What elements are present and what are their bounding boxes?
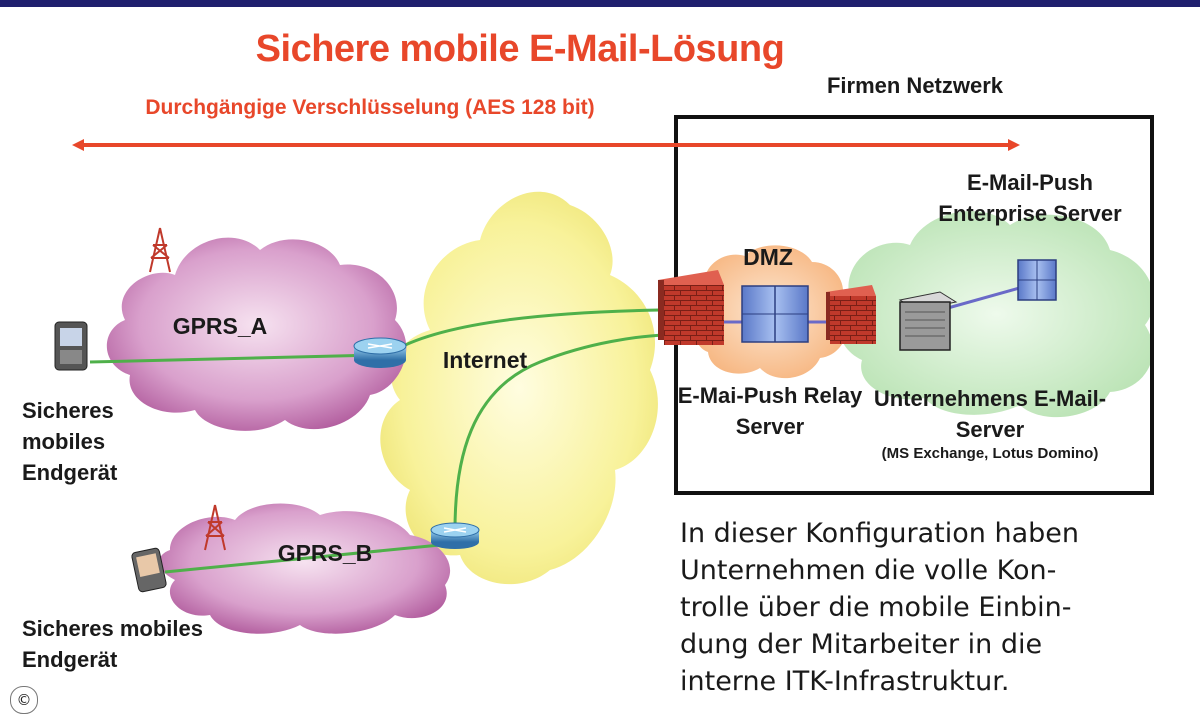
mobile-phone-icon <box>131 547 167 593</box>
corporate-cloud <box>838 211 1154 418</box>
diagram-title: Sichere mobile E-Mail-Lösung <box>255 28 785 70</box>
link-routerA-relay <box>394 308 661 352</box>
firewall-icon <box>658 270 724 345</box>
cell-tower-icon <box>149 227 171 273</box>
mobile-phone-icon <box>54 321 88 371</box>
link-device1-routerA <box>89 353 379 364</box>
push-server-label: E-Mail-Push Enterprise Server <box>938 170 1122 226</box>
device-1-label: Sicheres mobiles Endgerät <box>22 398 118 485</box>
relay-server-label: E-Mai-Push Relay Server <box>677 383 863 439</box>
router-icon <box>353 337 407 368</box>
mail-server-label: Unternehmens E-Mail-Server <box>873 386 1107 442</box>
header-bar <box>0 0 1200 7</box>
gprs-a-label: GPRS_A <box>172 313 268 339</box>
device-2-label: Sicheres mobiles Endgerät <box>22 616 203 672</box>
server-icon <box>898 291 958 351</box>
gprs-b-label: GPRS_B <box>277 540 373 566</box>
corporate-network-label: Firmen Netzwerk <box>826 73 1004 98</box>
server-icon <box>1017 259 1057 301</box>
caption-text: In dieser Konfiguration haben Unternehme… <box>680 518 1079 697</box>
internet-label: Internet <box>442 347 528 373</box>
link-device2-routerB <box>164 543 441 574</box>
router-icon <box>430 522 480 549</box>
copyright-icon: © <box>10 686 38 714</box>
firewall-icon <box>826 285 876 344</box>
server-icon <box>741 285 809 343</box>
gprs-a-cloud <box>106 237 407 431</box>
dmz-label: DMZ <box>743 244 793 270</box>
cell-tower-icon <box>204 504 226 551</box>
internet-cloud <box>380 191 658 585</box>
link-routerB-relay <box>453 333 666 531</box>
encryption-label: Durchgängige Verschlüsselung (AES 128 bi… <box>145 96 595 119</box>
gprs-b-cloud <box>159 503 451 634</box>
mail-server-products: (MS Exchange, Lotus Domino) <box>881 445 1099 462</box>
